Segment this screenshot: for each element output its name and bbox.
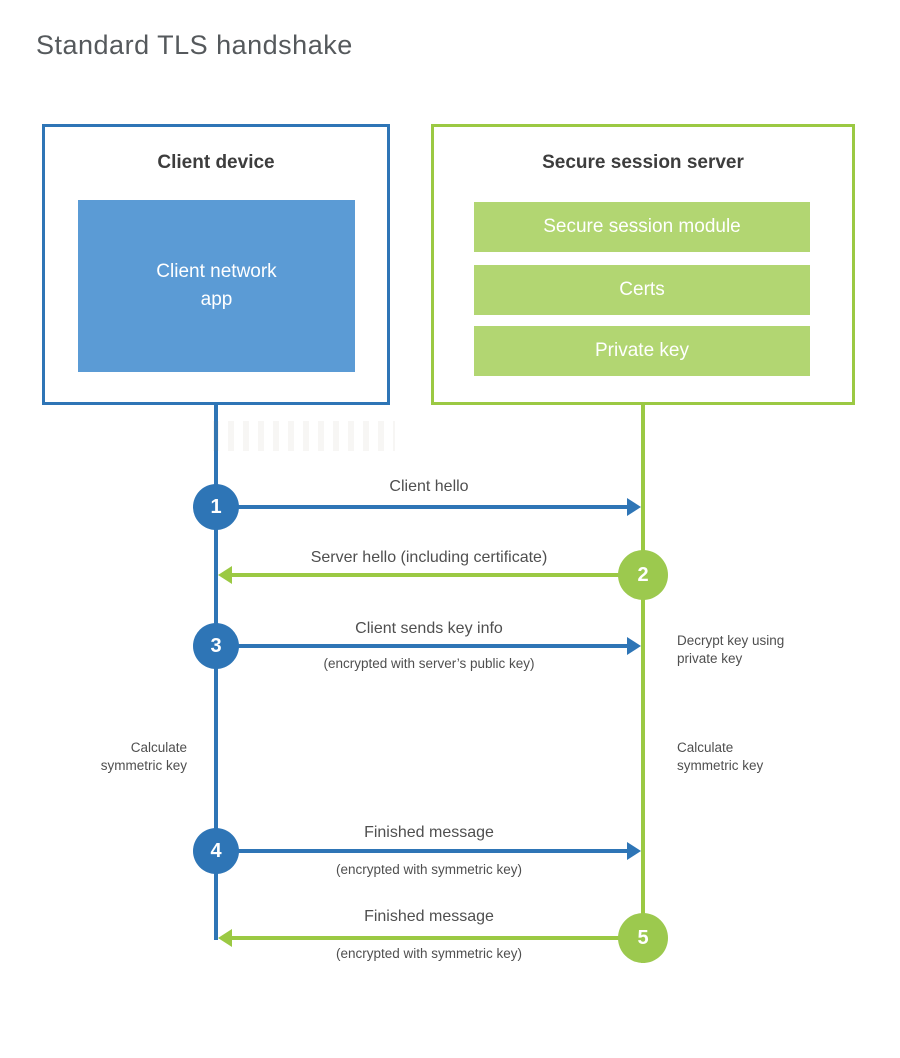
server-calculate-note-line2: symmetric key	[677, 757, 764, 773]
server-module-certs: Certs	[474, 265, 810, 315]
step1-arrow	[218, 498, 641, 516]
client-device-heading: Client device	[157, 152, 275, 173]
step2-arrowhead-icon	[218, 566, 232, 584]
step3-number-badge: 3	[193, 623, 239, 669]
step4-message-label: Finished message	[364, 824, 494, 841]
step4-message-sublabel: (encrypted with symmetric key)	[335, 862, 523, 877]
step1-message-label: Client hello	[389, 478, 469, 495]
step5-arrowhead-icon	[218, 929, 232, 947]
step4-number-badge: 4	[193, 828, 239, 874]
faint-artifact	[213, 421, 395, 451]
step4-arrowhead-icon	[627, 842, 641, 860]
server-calculate-note-line1: Calculate	[677, 740, 734, 755]
client-calculate-note-line1: Calculate	[130, 740, 187, 755]
client-network-app-box: Client network app	[78, 200, 355, 372]
client-network-app-label: Client network app	[156, 258, 276, 314]
step1-number-badge: 1	[193, 484, 239, 530]
server-module-secure-session-label: Secure session module	[543, 216, 741, 237]
secure-session-server-box: Secure session server Secure session mod…	[431, 124, 855, 405]
server-lifeline	[641, 402, 645, 963]
step3-number: 3	[210, 634, 222, 657]
step3-arrowhead-icon	[627, 637, 641, 655]
step2-message-label: Server hello (including certificate)	[310, 549, 548, 566]
step3-arrow	[218, 637, 641, 655]
step3-arrow-shaft	[218, 644, 629, 648]
server-module-certs-label: Certs	[619, 279, 665, 300]
client-device-box: Client device Client network app	[42, 124, 390, 405]
step1-arrow-shaft	[218, 505, 629, 509]
client-app-label-line2: app	[200, 289, 233, 310]
step5-number-badge: 5	[618, 913, 668, 963]
step2-number: 2	[637, 563, 649, 586]
client-calculate-note-line2: symmetric key	[100, 757, 187, 773]
step3-message-label: Client sends key info	[355, 620, 503, 637]
step2-arrow-shaft	[230, 573, 641, 577]
step3-message-sublabel: (encrypted with server’s public key)	[323, 656, 535, 671]
step4-arrow-shaft	[218, 849, 629, 853]
step2-arrow	[218, 566, 641, 584]
server-module-private-key-label: Private key	[595, 340, 689, 361]
page-title: Standard TLS handshake	[36, 30, 353, 60]
step1-arrowhead-icon	[627, 498, 641, 516]
decrypt-key-note-line1: Decrypt key using	[677, 633, 785, 648]
step5-arrow	[218, 929, 641, 947]
client-calculate-note: Calculate symmetric key	[55, 739, 187, 774]
step5-message-sublabel: (encrypted with symmetric key)	[335, 946, 523, 961]
step4-arrow	[218, 842, 641, 860]
secure-session-server-heading: Secure session server	[542, 152, 744, 173]
step5-number: 5	[637, 926, 649, 949]
step5-message-label: Finished message	[364, 908, 494, 925]
decrypt-key-note: Decrypt key using private key	[677, 632, 817, 667]
decrypt-key-note-line2: private key	[677, 650, 743, 666]
server-module-secure-session: Secure session module	[474, 202, 810, 252]
step2-number-badge: 2	[618, 550, 668, 600]
server-calculate-note: Calculate symmetric key	[677, 739, 817, 774]
client-app-label-line1: Client network	[156, 261, 277, 282]
step1-number: 1	[210, 495, 222, 518]
step5-arrow-shaft	[230, 936, 641, 940]
step4-number: 4	[210, 839, 222, 862]
server-module-private-key: Private key	[474, 326, 810, 376]
client-lifeline	[214, 402, 218, 940]
